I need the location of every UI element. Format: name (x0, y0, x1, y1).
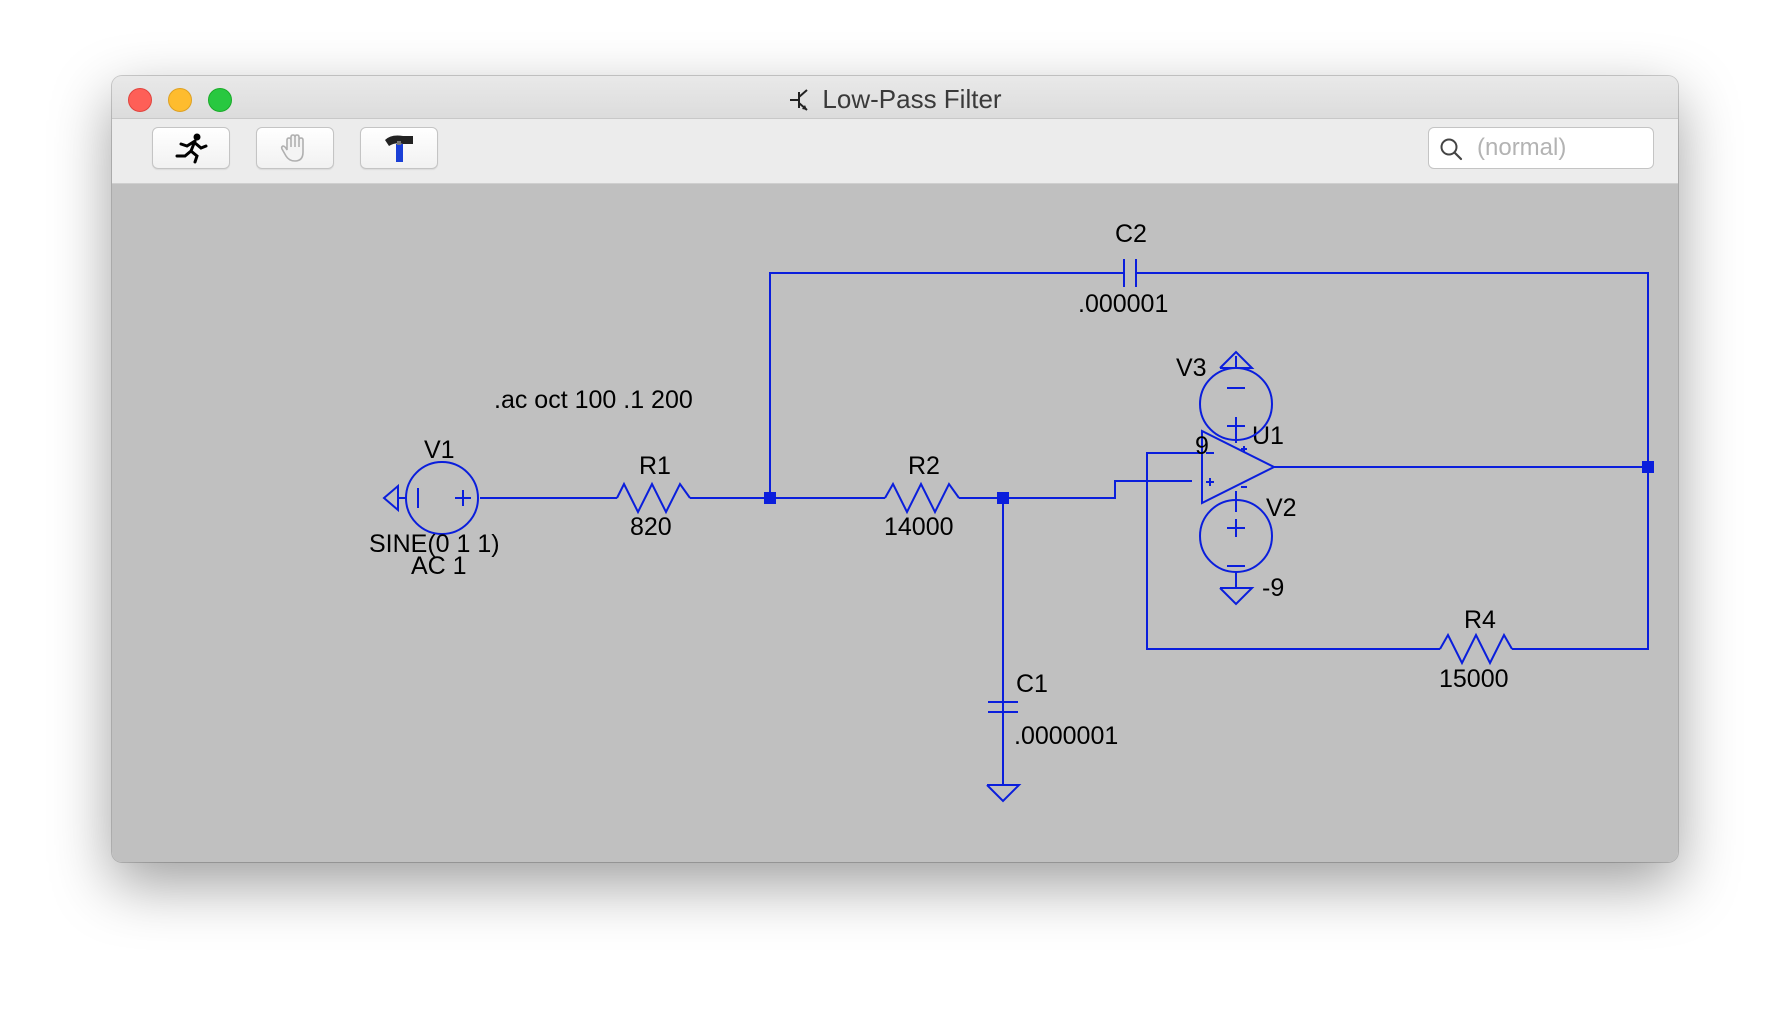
c1-name: C1 (1016, 670, 1048, 698)
minimize-window-button[interactable] (168, 88, 192, 112)
v3-name: V3 (1176, 354, 1207, 382)
spice-directive[interactable]: .ac oct 100 .1 200 (494, 386, 693, 414)
junction-node (997, 492, 1009, 504)
transistor-app-icon (788, 87, 814, 120)
v1-name: V1 (424, 436, 455, 464)
v3-value: 9 (1195, 432, 1209, 460)
zoom-window-button[interactable] (208, 88, 232, 112)
running-man-icon (175, 133, 208, 164)
junction-node (764, 492, 776, 504)
r4-value: 15000 (1439, 665, 1509, 693)
halt-button[interactable] (256, 127, 334, 169)
toolbar (112, 119, 1678, 184)
v2-voltage-source[interactable] (1199, 499, 1273, 606)
hand-icon (280, 134, 304, 162)
v1-voltage-source[interactable] (382, 461, 479, 535)
window-title-container: Low-Pass Filter (112, 84, 1678, 120)
r1-resistor[interactable] (616, 481, 691, 515)
v1-value-ac: AC 1 (411, 552, 467, 580)
junction-node (1642, 461, 1654, 473)
r4-name: R4 (1464, 606, 1496, 634)
v2-name: V2 (1266, 494, 1297, 522)
c2-capacitor[interactable] (1123, 259, 1137, 287)
hammer-button[interactable] (360, 127, 438, 169)
search-input[interactable] (1475, 132, 1649, 164)
r2-resistor[interactable] (884, 481, 960, 515)
v2-value: -9 (1262, 574, 1284, 602)
c2-name: C2 (1115, 220, 1147, 248)
v3-voltage-source[interactable] (1199, 350, 1273, 441)
search-box[interactable] (1428, 127, 1654, 169)
v1-value: SINE(0 1 1) (369, 530, 500, 558)
hammer-icon (385, 135, 413, 162)
r4-resistor[interactable] (1439, 632, 1513, 666)
schematic-canvas[interactable]: V1 SINE(0 1 1) AC 1 R1 820 R2 14000 C2 .… (112, 184, 1678, 862)
r2-name: R2 (908, 452, 940, 480)
wires (480, 272, 1649, 785)
c2-value: .000001 (1078, 290, 1168, 318)
c1-capacitor[interactable] (988, 701, 1018, 713)
close-window-button[interactable] (128, 88, 152, 112)
r1-name: R1 (639, 452, 671, 480)
c1-value: .0000001 (1014, 722, 1118, 750)
ground-symbol (986, 784, 1022, 803)
r1-value: 820 (630, 513, 672, 541)
search-icon (1440, 138, 1463, 161)
r2-value: 14000 (884, 513, 954, 541)
run-button[interactable] (152, 127, 230, 169)
title-bar[interactable]: Low-Pass Filter (112, 76, 1678, 119)
schematic-drawing: V1 SINE(0 1 1) AC 1 R1 820 R2 14000 C2 .… (369, 220, 1654, 803)
app-window: Low-Pass Filter (112, 76, 1678, 862)
u1-opamp[interactable] (1201, 429, 1277, 505)
window-title: Low-Pass Filter (822, 84, 1002, 114)
u1-name: U1 (1252, 422, 1284, 450)
